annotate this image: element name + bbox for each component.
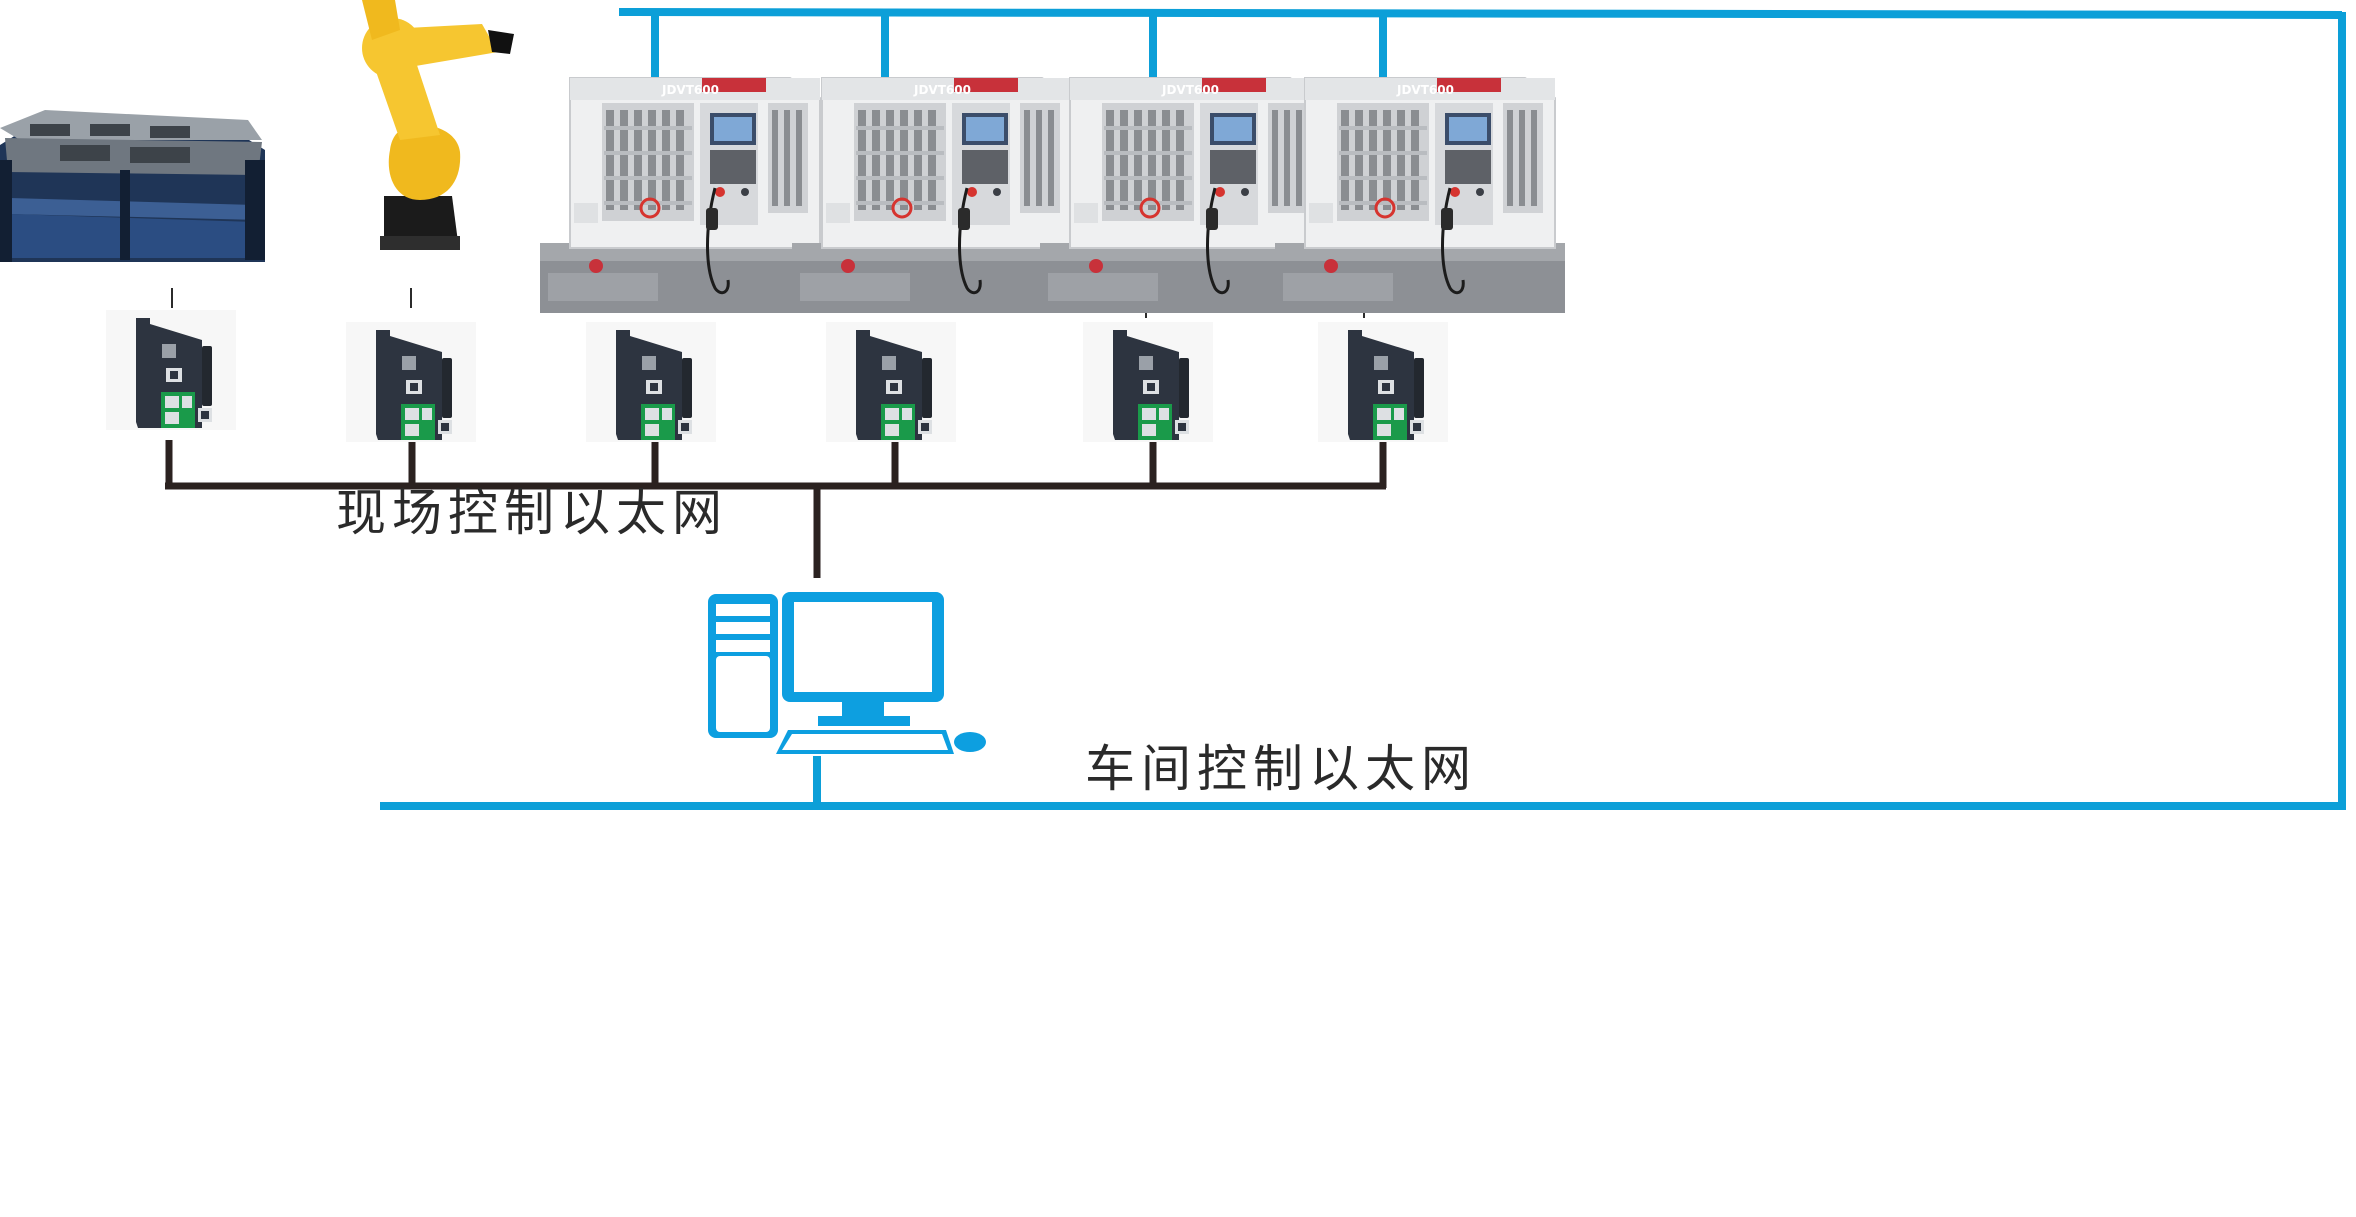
ethernet-module-icon xyxy=(826,322,956,442)
cnc-brand-label-1: JDVT600 xyxy=(661,83,719,97)
ethernet-module-icon xyxy=(586,322,716,442)
workshop-ethernet-label: 车间控制以太网 xyxy=(1085,740,1477,798)
cnc-brand-label-2: JDVT600 xyxy=(913,83,971,97)
workshop-ethernet-bus xyxy=(380,8,2346,810)
robot-arm-icon xyxy=(362,0,514,250)
cnc-brand-label-4: JDVT600 xyxy=(1396,83,1454,97)
ethernet-module-icon xyxy=(1318,322,1448,442)
cnc-machine-4 xyxy=(1273,76,1567,315)
cnc-brand-label-3: JDVT600 xyxy=(1161,83,1219,97)
ethernet-module-icon xyxy=(106,310,236,430)
ethernet-module-icon xyxy=(1083,322,1213,442)
cnc-machine-1 xyxy=(538,76,832,315)
desktop-computer-icon xyxy=(708,592,986,754)
ethernet-module-icon xyxy=(346,322,476,442)
cnc-machine-2 xyxy=(790,76,1084,315)
field-ethernet-label: 现场控制以太网 xyxy=(336,484,728,542)
fixture-table-icon xyxy=(0,110,265,262)
field-ethernet-bus xyxy=(165,440,1387,578)
